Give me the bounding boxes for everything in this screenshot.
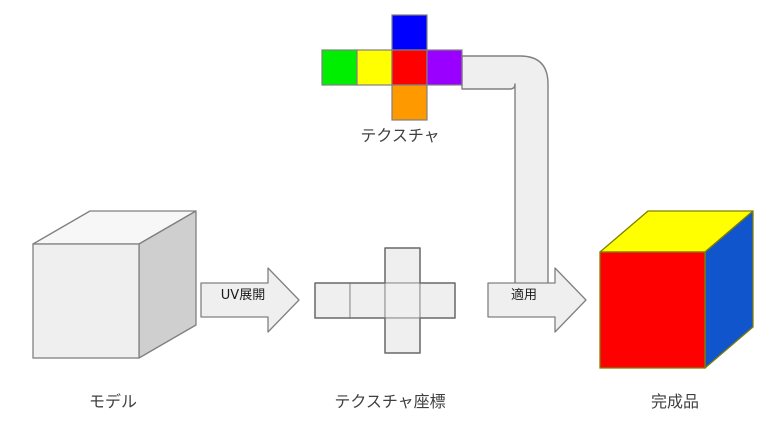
result-cube-front-face bbox=[599, 251, 706, 369]
uv-cell-bottom-face bbox=[384, 317, 421, 354]
uv-cell-face-4 bbox=[419, 282, 456, 319]
result-cube bbox=[599, 210, 754, 369]
uv-net-outline bbox=[314, 247, 456, 354]
texture-cell-purple-face bbox=[426, 49, 463, 86]
caption-texture: テクスチャ bbox=[360, 126, 440, 145]
uv-cell-face-3 bbox=[384, 282, 421, 319]
caption-model: モデル bbox=[88, 392, 137, 411]
apply-arrow[interactable] bbox=[487, 267, 587, 333]
uv-cell-face-2 bbox=[349, 282, 386, 319]
texture-cell-orange-face bbox=[391, 84, 428, 121]
caption-texture-coordinates: テクスチャ座標 bbox=[334, 392, 446, 411]
arrow-label-apply: 適用 bbox=[510, 288, 537, 303]
texture-cell-yellow-face bbox=[356, 49, 393, 86]
uv-unwrap-arrow[interactable] bbox=[200, 267, 300, 333]
texture-net bbox=[321, 14, 463, 121]
model-cube-front-face bbox=[32, 243, 140, 359]
caption-result: 完成品 bbox=[650, 392, 699, 411]
texture-cell-blue-face bbox=[391, 14, 428, 51]
model-cube bbox=[32, 210, 197, 359]
texture-coordinates-net bbox=[314, 247, 456, 354]
uv-cell-top-face bbox=[384, 247, 421, 284]
texture-cell-red-face bbox=[391, 49, 428, 86]
texture-cell-green-face bbox=[321, 49, 358, 86]
uv-cell-face-1 bbox=[314, 282, 351, 319]
arrow-label-uv-unwrap: UV展開 bbox=[220, 288, 266, 303]
connector-texture-to-apply bbox=[461, 55, 549, 301]
